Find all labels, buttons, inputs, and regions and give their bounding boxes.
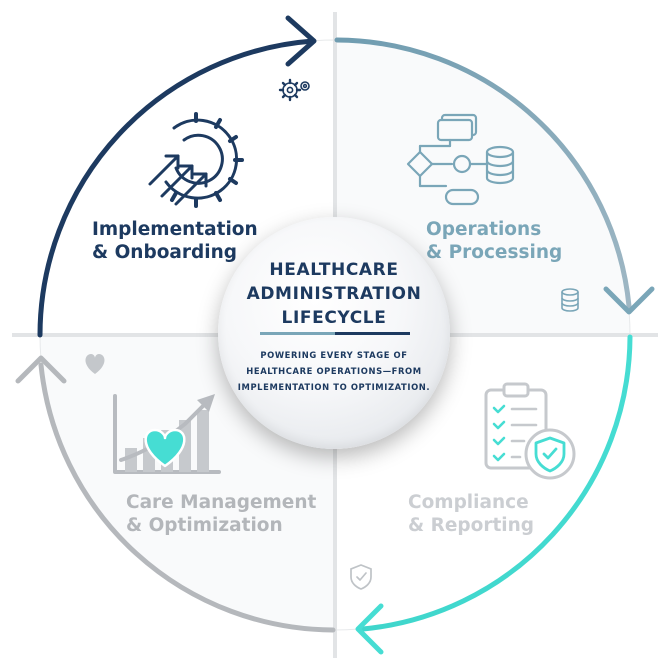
q1-label-line1: Implementation xyxy=(92,219,258,240)
arrowhead-top xyxy=(285,15,317,67)
arc-implementation xyxy=(37,38,316,338)
q2-label-line1: Operations xyxy=(426,219,542,240)
center-divider-rule xyxy=(260,332,410,335)
center-hub: HEALTHCARE ADMINISTRATION LIFECYCLE POWE… xyxy=(218,217,450,449)
q3-label-line2: & Optimization xyxy=(126,515,283,536)
operations-processing-label: Operations & Processing xyxy=(426,218,562,264)
q1-label-line2: & Onboarding xyxy=(92,242,238,263)
center-title-line3: LIFECYCLE xyxy=(281,308,387,328)
center-subtitle: POWERING EVERY STAGE OF HEALTHCARE OPERA… xyxy=(237,350,431,392)
database-icon xyxy=(561,288,579,312)
gear-arrows-icon xyxy=(148,112,244,208)
implementation-onboarding-label: Implementation & Onboarding xyxy=(92,218,258,264)
center-title-line2: ADMINISTRATION xyxy=(246,284,422,304)
workflow-database-icon xyxy=(406,113,515,206)
care-management-optimization-label: Care Management & Optimization xyxy=(126,491,316,537)
cycle-arrowheads xyxy=(15,15,655,655)
center-title: HEALTHCARE ADMINISTRATION LIFECYCLE xyxy=(218,258,450,330)
q2-label-line2: & Processing xyxy=(426,242,563,263)
q4-label-line2: & Reporting xyxy=(408,515,535,536)
heart-icon xyxy=(85,354,105,374)
q3-label-line1: Care Management xyxy=(126,492,317,513)
gears-icon xyxy=(278,78,310,102)
cycle-arcs xyxy=(37,37,633,633)
shield-check-icon xyxy=(350,564,372,590)
arc-compliance xyxy=(360,334,633,632)
arrowhead-bottom xyxy=(355,603,384,655)
arrowhead-left xyxy=(15,355,67,384)
q4-label-line1: Compliance xyxy=(408,492,529,513)
compliance-reporting-label: Compliance & Reporting xyxy=(408,491,534,537)
arc-care xyxy=(38,362,336,633)
arc-operations xyxy=(334,37,632,309)
growth-chart-heart-icon xyxy=(113,394,221,474)
arrowhead-right xyxy=(603,286,655,315)
checklist-shield-icon xyxy=(484,382,576,480)
center-title-line1: HEALTHCARE xyxy=(269,260,399,280)
